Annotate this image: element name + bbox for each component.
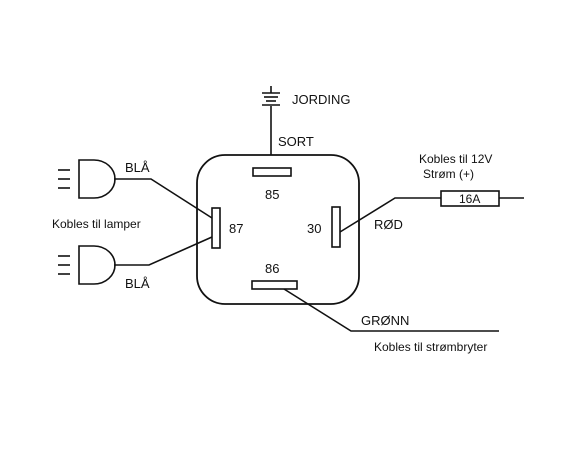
power-caption-line1: Kobles til 12V [419, 152, 492, 166]
lamps-wire-bottom-label: BLÅ [125, 276, 150, 291]
switch-wire [283, 288, 499, 332]
pin-86-label: 86 [265, 261, 279, 276]
lamps-wire-top-label: BLÅ [125, 160, 150, 175]
switch-caption: Kobles til strømbryter [374, 340, 487, 354]
pin-87-label: 87 [229, 221, 243, 236]
lamp-icon [58, 159, 116, 199]
lamp-wire-bottom [114, 236, 213, 266]
lamps-caption: Kobles til lamper [52, 217, 141, 231]
wire-power-label: RØD [374, 217, 403, 232]
relay-body [196, 154, 360, 305]
lamp-icon [58, 245, 116, 285]
pin-86 [251, 280, 298, 290]
power-wire [339, 197, 441, 233]
pin-30 [331, 206, 341, 248]
ground-label: JORDING [292, 92, 351, 107]
power-caption-line2: Strøm (+) [423, 167, 474, 181]
fuse-label: 16A [459, 192, 480, 206]
pin-87 [211, 207, 221, 249]
pin-85-label: 85 [265, 187, 279, 202]
pin-30-label: 30 [307, 221, 321, 236]
pin-85 [252, 167, 292, 177]
wire-ground-label: SORT [278, 134, 314, 149]
wire-switch-label: GRØNN [361, 313, 409, 328]
ground-icon [262, 86, 280, 106]
lamp-wire-top [114, 178, 213, 219]
